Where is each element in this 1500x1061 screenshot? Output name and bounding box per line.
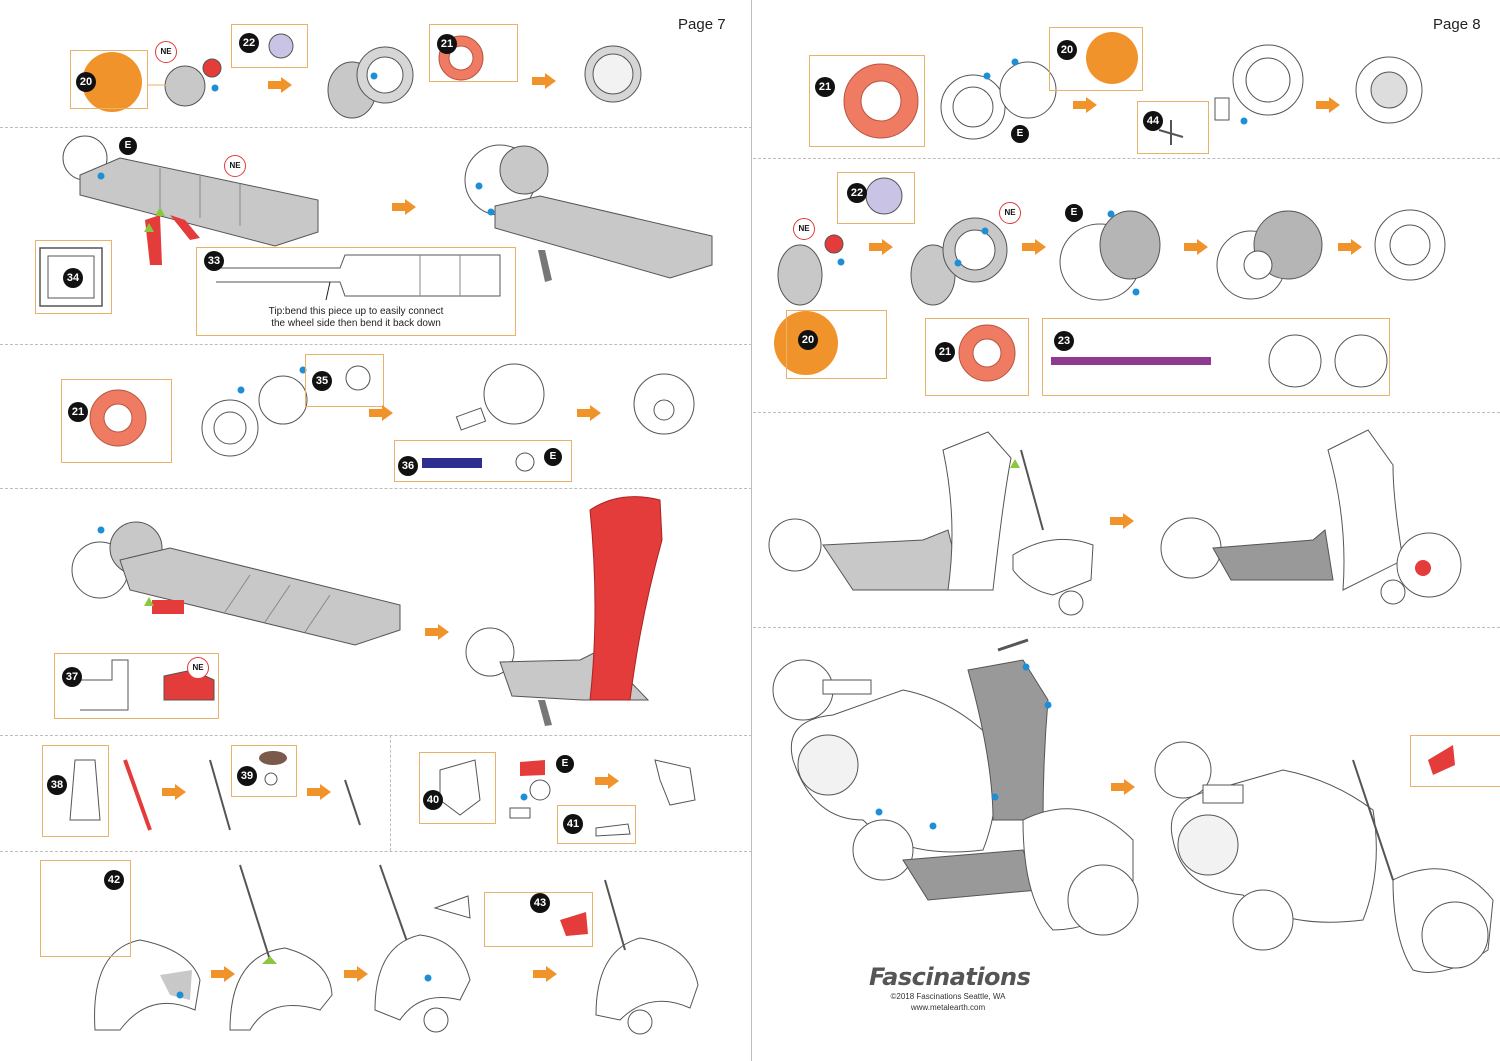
callout-box: [61, 379, 172, 463]
callout-box: [809, 55, 925, 147]
section-divider: [0, 127, 752, 128]
callout-box: [786, 310, 887, 379]
callout-box: [196, 247, 516, 336]
part-number-badge: 40: [423, 790, 443, 810]
step-final-assembly: [772, 638, 1494, 973]
no-edge-marker: NE: [155, 41, 177, 63]
part-number-badge: 35: [312, 371, 332, 391]
edge-marker: E: [119, 137, 137, 155]
part-number-badge: 44: [1143, 111, 1163, 131]
part-number-badge: 36: [398, 456, 418, 476]
callout-box: [419, 752, 496, 824]
part-number-badge: 20: [1057, 40, 1077, 60]
callout-box: [925, 318, 1029, 396]
section-divider: [0, 488, 752, 489]
section-divider: [753, 158, 1500, 159]
part-number-badge: 21: [437, 34, 457, 54]
part-number-badge: 38: [47, 775, 67, 795]
edge-marker: E: [556, 755, 574, 773]
callout-box: [1137, 101, 1209, 154]
callout-box: [1042, 318, 1390, 396]
part-number-badge: 22: [239, 33, 259, 53]
part-number-badge: 21: [68, 402, 88, 422]
callout-box: [305, 354, 384, 407]
page-8-illustrations: [768, 32, 1494, 973]
callout-box: [557, 805, 636, 844]
callout-box: [429, 24, 518, 82]
brand-logo: Fascinations: [869, 963, 1031, 991]
edge-marker: E: [1011, 125, 1029, 143]
callout-box: [394, 440, 572, 482]
section-divider: [0, 344, 752, 345]
part-number-badge: 22: [847, 183, 867, 203]
callout-box: [837, 172, 915, 224]
callout-box: [1049, 27, 1143, 91]
callout-box: [231, 24, 308, 68]
page-number: Page 7: [678, 16, 726, 33]
step-frame-and-front: [768, 429, 1462, 616]
callout-box: [70, 50, 148, 109]
step-handlebar-part: [439, 759, 696, 837]
page-number: Page 8: [1433, 16, 1481, 33]
part-number-badge: 37: [62, 667, 82, 687]
part-number-badge: 34: [63, 268, 83, 288]
no-edge-marker: NE: [224, 155, 246, 177]
part-number-badge: 33: [204, 251, 224, 271]
section-divider: [0, 735, 752, 736]
part-number-badge: 41: [563, 814, 583, 834]
part-20-disc: [82, 52, 142, 112]
part-number-badge: 39: [237, 766, 257, 786]
part-number-badge: 43: [530, 893, 550, 913]
part-number-badge: 23: [1054, 331, 1074, 351]
tip-line-2: the wheel side then bend it back down: [271, 318, 441, 329]
no-edge-marker: NE: [793, 218, 815, 240]
section-divider: [753, 412, 1500, 413]
tip-line-1: Tip:bend this piece up to easily connect: [268, 306, 444, 317]
callout-box: [35, 240, 112, 314]
section-divider: [753, 627, 1500, 628]
tip-text: Tip:bend this piece up to easily connect…: [206, 306, 506, 330]
no-edge-marker: NE: [187, 657, 209, 679]
step-floor-panel-assembly: [39, 135, 713, 307]
section-divider: [0, 851, 752, 852]
page-divider: [751, 0, 752, 1061]
no-edge-marker: NE: [999, 202, 1021, 224]
part-number-badge: 20: [798, 330, 818, 350]
callout-box: [231, 745, 297, 797]
page-8: Page 8: [753, 0, 1500, 1061]
step-front-shield-assembly: [71, 496, 663, 726]
part-number-badge: 42: [104, 870, 124, 890]
step-wheel-hub-assembly: [89, 363, 695, 472]
part-number-badge: 21: [935, 342, 955, 362]
step-rear-wheel-hub: [843, 32, 1423, 145]
step-steering-column: [69, 751, 361, 831]
step-front-fender-assembly: [94, 864, 699, 1035]
section-divider: [390, 735, 391, 851]
callout-box: [40, 860, 131, 957]
callout-box: [42, 745, 109, 837]
copyright-text: ©2018 Fascinations Seattle, WA: [890, 992, 1006, 1001]
edge-marker: E: [1065, 204, 1083, 222]
part-number-badge: 20: [76, 72, 96, 92]
part-number-badge: 21: [815, 77, 835, 97]
edge-marker: E: [544, 448, 562, 466]
website-text: www.metalearth.com: [910, 1003, 986, 1012]
callout-box: [484, 892, 593, 947]
callout-box: [54, 653, 219, 719]
step-wheel-disc-assembly: [82, 33, 642, 119]
page-7-illustrations: [39, 33, 713, 1035]
page-7: Page 7: [0, 16, 752, 1035]
callout-box: [1410, 735, 1500, 787]
